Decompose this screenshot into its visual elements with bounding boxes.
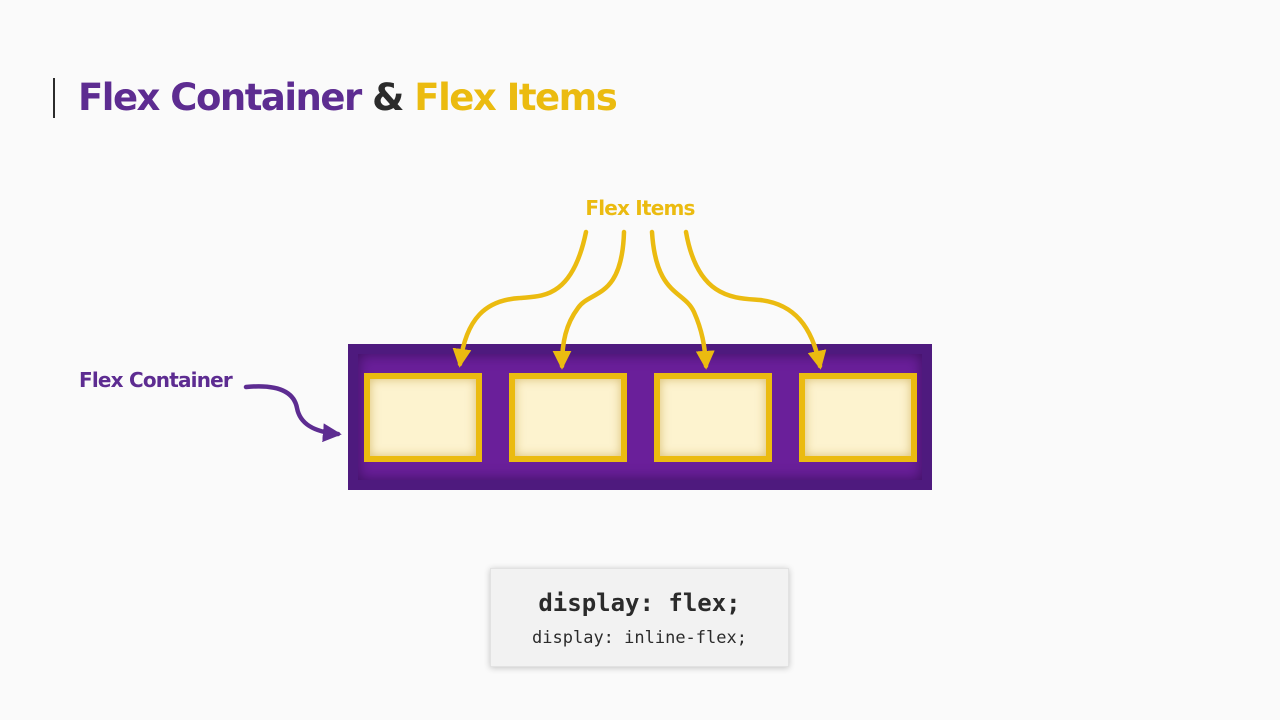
flex-item-4 bbox=[799, 373, 917, 462]
code-display-inline-flex: display: inline-flex; bbox=[532, 628, 747, 648]
flex-container-label: Flex Container bbox=[79, 368, 233, 392]
title-connector: & bbox=[372, 76, 404, 119]
title-flex-container: Flex Container bbox=[78, 76, 362, 119]
arrow-to-item-4 bbox=[683, 229, 827, 370]
arrow-to-item-1 bbox=[452, 229, 589, 368]
arrow-to-item-3 bbox=[649, 229, 715, 370]
flex-item-2 bbox=[509, 373, 627, 462]
title-accent-bar bbox=[53, 78, 55, 118]
arrow-to-container bbox=[243, 384, 342, 443]
flex-items-label: Flex Items bbox=[585, 196, 695, 220]
code-display-flex: display: flex; bbox=[538, 589, 741, 617]
title-flex-items: Flex Items bbox=[414, 76, 617, 119]
flex-item-3 bbox=[654, 373, 772, 462]
flex-item-1 bbox=[364, 373, 482, 462]
title-ampersand: & bbox=[361, 76, 415, 119]
slide-title: Flex Container & Flex Items bbox=[78, 74, 618, 122]
arrow-to-item-2 bbox=[552, 229, 627, 370]
code-snippet-box: display: flex; display: inline-flex; bbox=[490, 568, 789, 667]
